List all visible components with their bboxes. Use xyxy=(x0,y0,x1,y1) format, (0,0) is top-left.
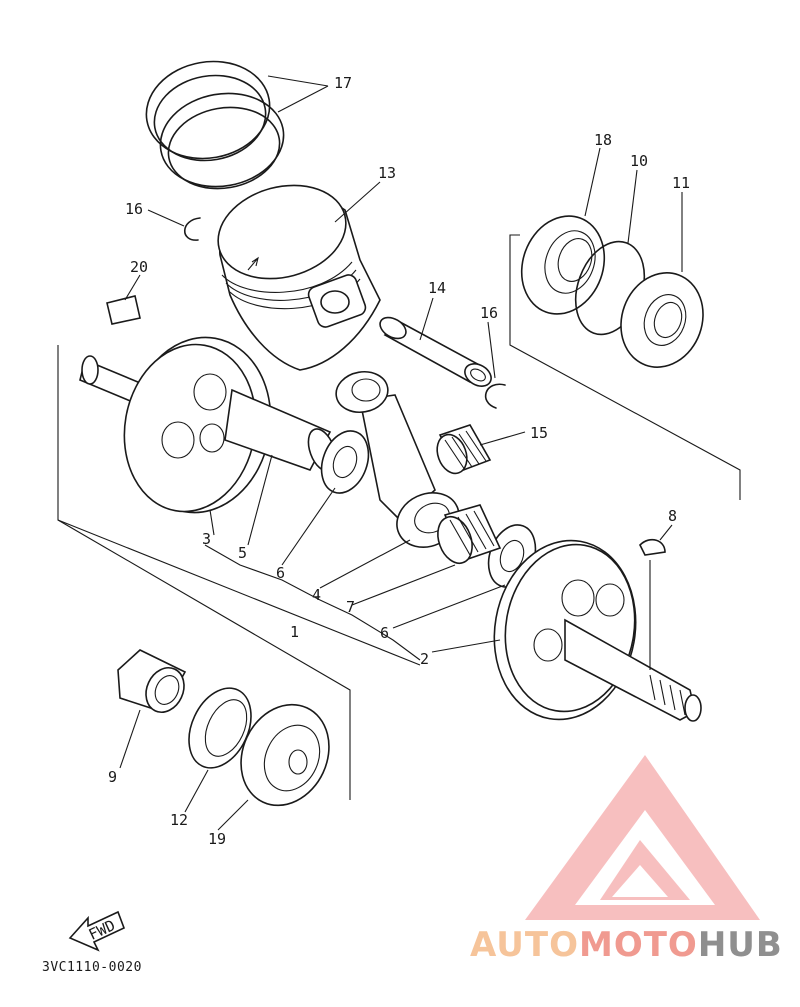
small-end-bearing xyxy=(436,424,492,475)
callout-8: 8 xyxy=(668,507,677,525)
callout-7: 7 xyxy=(346,598,355,616)
callout-16-right: 16 xyxy=(480,304,498,322)
crank-half-right xyxy=(493,539,702,722)
drawing-code: 3VC1110-0020 xyxy=(42,960,142,975)
piston xyxy=(217,184,381,371)
bearing-12 xyxy=(188,687,252,769)
callout-14: 14 xyxy=(428,279,446,297)
watermark-part-hub: HUB xyxy=(697,925,783,965)
bearing-19 xyxy=(240,703,330,807)
thrust-washer-left xyxy=(320,430,370,494)
callout-18: 18 xyxy=(594,131,612,149)
callout-10: 10 xyxy=(630,152,648,170)
callout-2: 2 xyxy=(420,650,429,668)
callout-3: 3 xyxy=(202,530,211,548)
callout-20: 20 xyxy=(130,258,148,276)
callout-16-left: 16 xyxy=(125,200,143,218)
callout-11: 11 xyxy=(672,174,690,192)
callout-4: 4 xyxy=(312,586,321,604)
fwd-arrow-icon: FWD xyxy=(68,910,126,952)
callout-19: 19 xyxy=(208,830,226,848)
piston-pin xyxy=(379,316,492,387)
callout-9: 9 xyxy=(108,768,117,786)
circlip-left xyxy=(183,217,201,241)
circlip-right xyxy=(484,383,506,409)
watermark-wordmark: AUTOMOTOHUB xyxy=(470,925,783,965)
watermark-part-auto: AUTO xyxy=(470,925,579,965)
callout-13: 13 xyxy=(378,164,396,182)
woodruff-key-20 xyxy=(106,295,141,325)
assembly-frame-lines xyxy=(57,234,741,800)
piston-rings xyxy=(145,60,285,190)
crank-half-left xyxy=(79,336,337,514)
big-end-bearing xyxy=(437,504,502,565)
callout-6-right: 6 xyxy=(380,624,389,642)
callout-17: 17 xyxy=(334,74,352,92)
bearing-18 xyxy=(520,215,606,315)
automotohub-logo xyxy=(525,755,760,920)
callout-labels: 17 13 16 20 14 16 15 18 10 11 3 5 6 4 1 … xyxy=(108,74,690,848)
watermark-part-moto: MOTO xyxy=(578,925,698,965)
collar-9 xyxy=(117,649,187,713)
oil-seal-11 xyxy=(620,272,704,368)
callout-6-left: 6 xyxy=(276,564,285,582)
callout-1: 1 xyxy=(290,623,299,641)
callout-5: 5 xyxy=(238,544,247,562)
leader-lines xyxy=(119,75,683,831)
callout-15: 15 xyxy=(530,424,548,442)
callout-12: 12 xyxy=(170,811,188,829)
woodruff-key-8 xyxy=(639,538,666,556)
